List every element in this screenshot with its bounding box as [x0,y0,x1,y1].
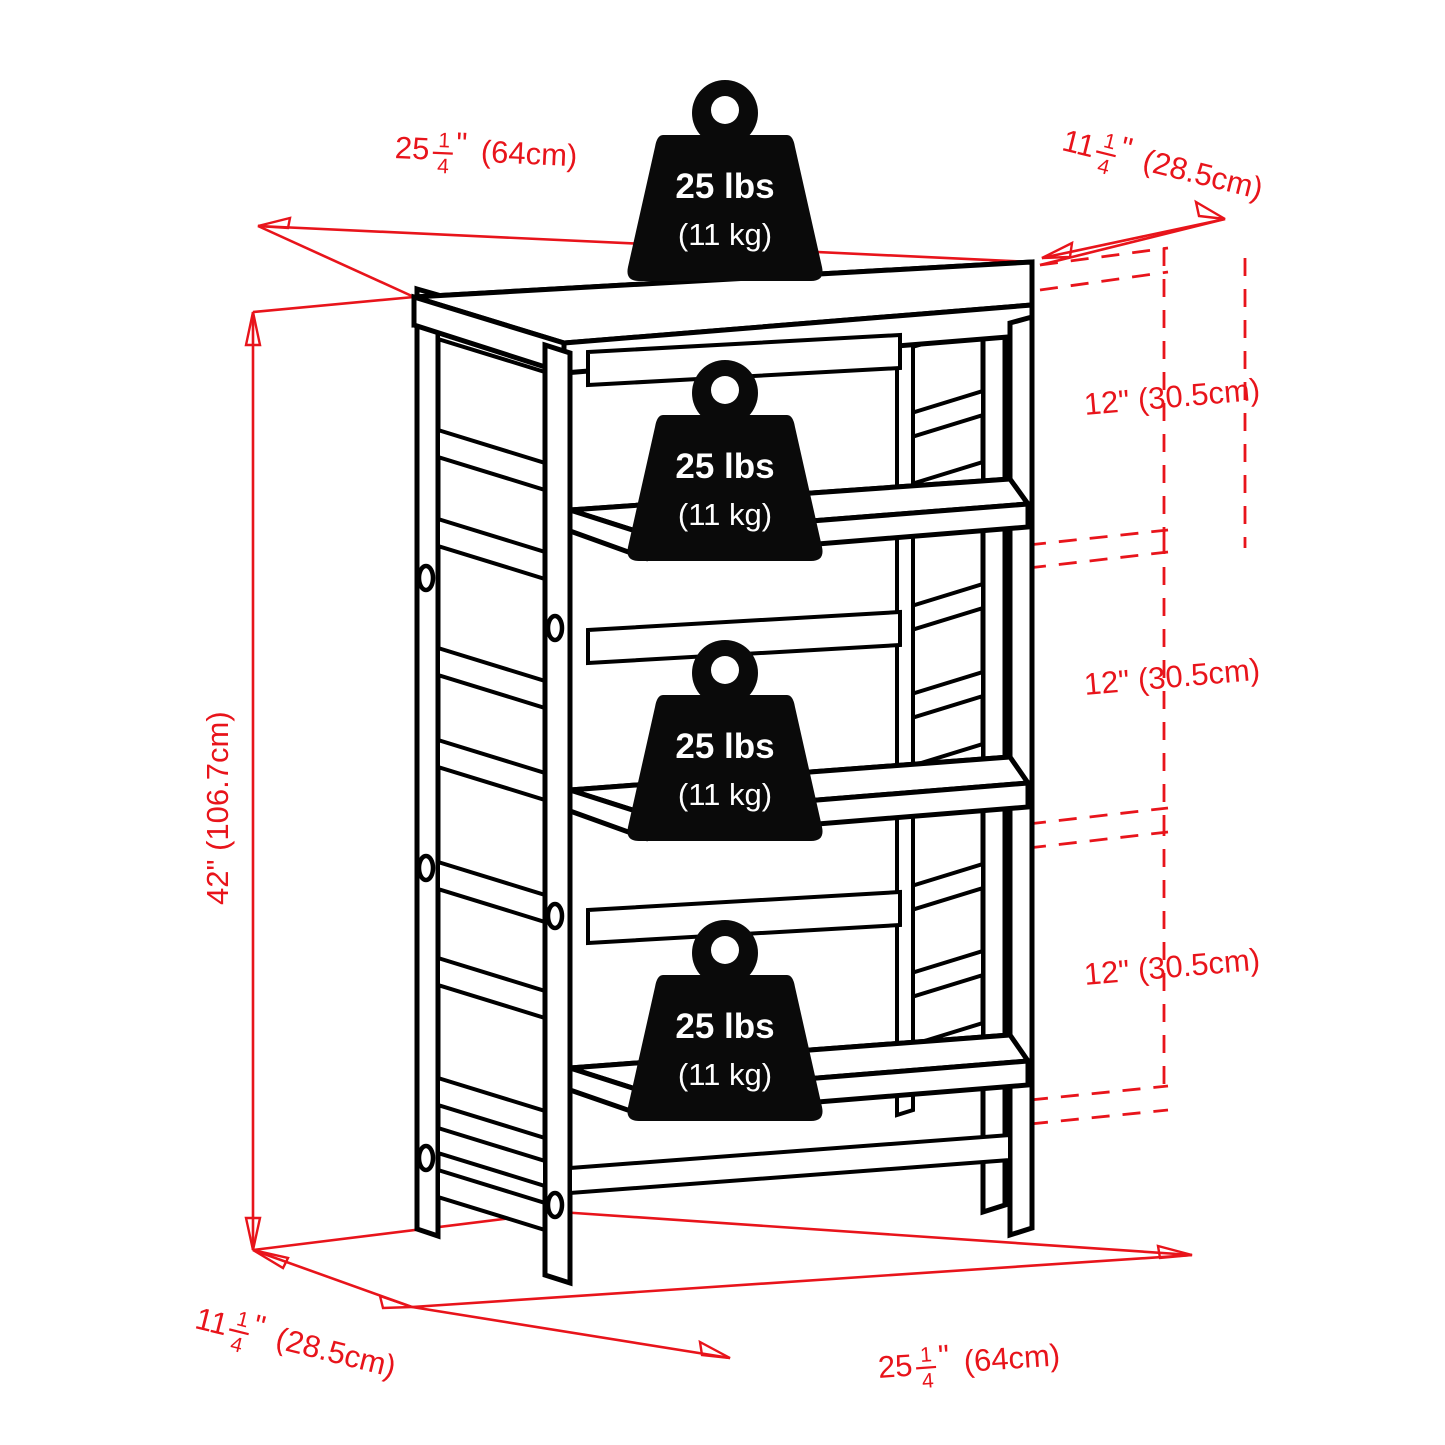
label-top-width-whole: 25 [394,130,430,167]
weight-label-main-top: 25 lbs [675,167,774,206]
bookshelf-illustration [411,259,1035,1287]
weight-body-second [627,415,823,561]
bottom-left-rail [436,1125,547,1189]
peg-hole-4 [545,901,565,931]
peg-hole-2 [545,613,565,643]
weight-ring-hole-third [711,656,739,684]
weight-ring-hole-bottom [711,936,739,964]
weight-body-bottom [627,975,823,1121]
gap2-ext-bot-a [1027,806,1169,826]
weight-label-main-second: 25 lbs [675,447,774,486]
gap2-ext-bot-b [1027,830,1169,850]
label-bottom-width: 25 1 4 " (64cm) [877,1337,1062,1393]
label-top-width-frac-bar [432,151,453,155]
gap1-ext-bot-b [1027,550,1169,570]
label-bottom-width-den: 4 [921,1369,935,1393]
label-bottom-width-metric: (64cm) [963,1337,1062,1379]
bottom-depth-arrow-right [378,1294,413,1310]
dimension-annotations-back [244,199,1247,1360]
bottom-width-arrow-right [1156,1244,1193,1260]
weight-label-sub-second: (11 kg) [678,497,772,532]
bottom-depth-arrow-left [252,1248,290,1270]
weight-body-top [627,135,823,281]
peg-hole-3 [416,853,436,883]
top-depth-arrow-right [1194,199,1226,221]
label-top-width: 25 1 4 " (64cm) [394,126,578,179]
gap3-ext-bot-b [1029,1108,1169,1126]
weight-ring-hole-second [711,376,739,404]
label-bottom-depth-num: 1 [234,1307,251,1332]
weight-label-sub-third: (11 kg) [678,777,772,812]
gap3-ext-bot-a [1029,1084,1169,1102]
label-top-width-num: 1 [438,129,451,153]
post-rear-left [414,285,441,1240]
label-top-width-unit: " [455,126,468,161]
footprint-back-right-edge [559,1210,1193,1257]
post-front-left [542,341,573,1287]
label-bottom-width-whole: 25 [877,1348,914,1385]
height-leader-top [252,295,415,314]
label-top-depth-frac-bar [1095,150,1116,158]
weight-label-main-bottom: 25 lbs [675,1007,774,1046]
weight-icon-second-shelf: 25 lbs (11 kg) [627,360,823,561]
label-top-depth-num: 1 [1101,129,1118,154]
back-rail-tier-1 [586,332,902,388]
peg-hole-1 [416,563,436,593]
gap1-ext-top-a [1039,246,1169,267]
bottom-width-dim-line [411,1253,1193,1309]
label-bottom-depth-frac-bar [228,1328,249,1336]
label-height: 42" (106.7cm) [200,711,235,905]
weight-icon-bottom-shelf: 25 lbs (11 kg) [627,920,823,1121]
bottom-width-leader [411,1305,731,1360]
bottom-width-arrow-mid [698,1339,731,1360]
peg-hole-6 [545,1190,565,1220]
bottom-front-rail [568,1132,1012,1196]
label-bottom-width-frac-bar [916,1365,937,1370]
weight-icon-top-shelf: 25 lbs (11 kg) [627,80,823,281]
height-arrow-top [244,311,262,347]
gap1-ext-top-b [1039,270,1169,292]
label-bottom-width-num: 1 [919,1343,932,1367]
weight-label-sub-top: (11 kg) [678,217,772,252]
top-depth-arrow-left [1041,240,1074,260]
back-rail-tier-2 [586,609,902,666]
top-width-arrow-left [257,216,292,230]
back-rail-tier-3 [586,889,902,946]
peg-hole-5 [416,1143,436,1173]
label-top-width-metric: (64cm) [480,134,578,173]
label-bottom-width-unit: " [937,1338,950,1374]
weight-icon-third-shelf: 25 lbs (11 kg) [627,640,823,841]
weight-ring-hole-top [711,96,739,124]
height-arrow-bottom [244,1216,262,1251]
weight-label-main-third: 25 lbs [675,727,774,766]
top-width-leader-left [257,224,415,299]
weight-label-sub-bottom: (11 kg) [678,1057,772,1092]
label-top-width-den: 4 [437,155,450,179]
gap1-ext-bot-a [1027,528,1169,547]
weight-body-third [627,695,823,841]
right-ladder-stile [895,322,915,1118]
